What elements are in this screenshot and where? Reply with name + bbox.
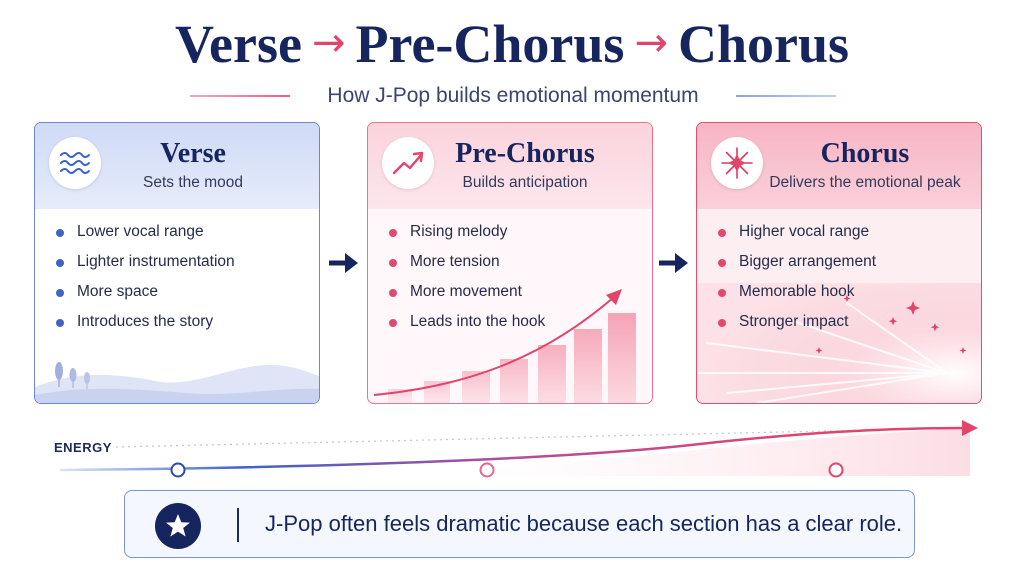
title-verse: Verse	[174, 14, 302, 74]
subtitle-row: How J-Pop builds emotional momentum	[0, 84, 1024, 108]
card-chorus-subtitle: Delivers the emotional peak	[769, 174, 961, 191]
card-verse-subtitle: Sets the mood	[143, 174, 243, 191]
card-chorus-bullets: Higher vocal range Bigger arrangement Me…	[715, 217, 876, 337]
list-item: More movement	[386, 277, 545, 307]
list-item: Memorable hook	[715, 277, 876, 307]
list-item: Lower vocal range	[53, 217, 235, 247]
starburst-icon	[711, 137, 763, 189]
light-burst-illustration	[697, 283, 981, 403]
title-pre-chorus: Pre-Chorus	[355, 14, 625, 74]
waves-icon	[49, 137, 101, 189]
star-icon	[155, 503, 201, 549]
subtitle-rule-right	[736, 95, 836, 97]
banner-text: J-Pop often feels dramatic because each …	[265, 511, 903, 536]
subtitle-rule-left	[190, 95, 290, 97]
list-item: Lighter instrumentation	[53, 247, 235, 277]
list-item: Stronger impact	[715, 307, 876, 337]
list-item: Higher vocal range	[715, 217, 876, 247]
list-item: More space	[53, 277, 235, 307]
card-pre-chorus-title: Pre-Chorus	[455, 138, 595, 169]
list-item: Rising melody	[386, 217, 545, 247]
rising-bars-illustration	[373, 289, 636, 403]
list-item: Leads into the hook	[386, 307, 545, 337]
card-chorus: Chorus Delivers the emotional peak Highe…	[696, 122, 982, 404]
energy-label: ENERGY	[54, 440, 112, 455]
card-pre-chorus-bullets: Rising melody More tension More movement…	[386, 217, 545, 337]
flow-arrow-1	[329, 253, 358, 273]
page-subtitle: How J-Pop builds emotional momentum	[327, 84, 699, 107]
list-item: Bigger arrangement	[715, 247, 876, 277]
card-pre-chorus: Pre-Chorus Builds anticipation Rising me…	[367, 122, 653, 404]
page-title: Verse→Pre-Chorus→Chorus	[0, 12, 1024, 81]
energy-timeline	[59, 420, 978, 478]
title-arrow-1: →	[311, 20, 346, 66]
card-pre-chorus-subtitle: Builds anticipation	[462, 174, 588, 191]
rising-trend-icon	[382, 137, 434, 189]
title-arrow-2: →	[634, 20, 668, 66]
card-verse-title: Verse	[160, 138, 226, 169]
list-item: More tension	[386, 247, 545, 277]
title-chorus: Chorus	[677, 14, 850, 74]
summary-banner: J-Pop often feels dramatic because each …	[124, 490, 915, 558]
banner-divider	[237, 508, 239, 542]
hills-illustration	[35, 362, 319, 403]
card-verse-bullets: Lower vocal range Lighter instrumentatio…	[53, 217, 235, 337]
card-verse: Verse Sets the mood Lower vocal range Li…	[34, 122, 320, 404]
card-chorus-title: Chorus	[820, 138, 910, 169]
flow-arrow-2	[659, 253, 688, 273]
list-item: Introduces the story	[53, 307, 235, 337]
